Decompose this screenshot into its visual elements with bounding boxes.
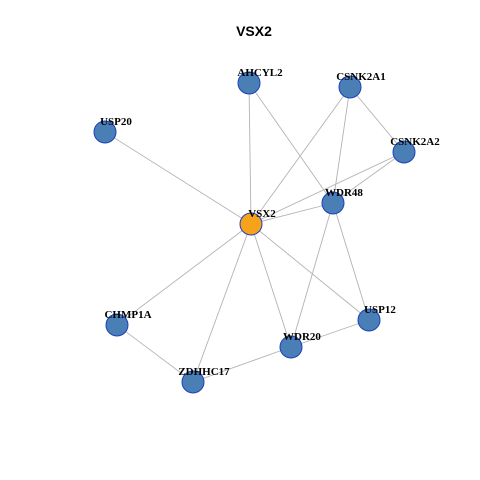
edge-chmp1a-zdhhc17 — [116, 324, 194, 383]
node-csnk2a1 — [338, 75, 362, 99]
node-label-vsx2: VSX2 — [248, 208, 276, 220]
edge-csnk2a1-csnk2a2 — [349, 86, 405, 153]
node-label-csnk2a2: CSNK2A2 — [390, 136, 440, 148]
node-label-ahcyl2: AHCYL2 — [237, 67, 283, 79]
edge-ahcyl2-wdr48 — [248, 82, 334, 204]
edge-csnk2a2-wdr48 — [332, 151, 405, 204]
edge-vsx2-wdr20 — [250, 223, 292, 348]
edges-layer — [104, 82, 405, 383]
edge-vsx2-usp12 — [250, 223, 370, 321]
node-ahcyl2 — [237, 71, 261, 95]
node-chmp1a — [105, 313, 129, 337]
edge-vsx2-zdhhc17 — [192, 223, 252, 383]
node-label-csnk2a1: CSNK2A1 — [336, 71, 386, 83]
node-label-wdr20: WDR20 — [283, 331, 321, 343]
node-csnk2a2 — [392, 140, 416, 164]
node-usp12 — [357, 308, 381, 332]
edge-wdr48-wdr20 — [290, 202, 334, 348]
graph-title: VSX2 — [236, 23, 272, 39]
nodes-layer — [93, 71, 416, 394]
edge-wdr20-zdhhc17 — [192, 346, 292, 383]
node-usp20 — [93, 120, 117, 144]
edge-ahcyl2-vsx2 — [248, 82, 252, 225]
edge-csnk2a1-wdr48 — [332, 86, 351, 204]
node-label-usp20: USP20 — [100, 116, 132, 128]
node-wdr20 — [279, 335, 303, 359]
labels-layer: VSX2 AHCYL2 CSNK2A1USP20CSNK2A2WDR48CHMP1A… — [100, 67, 440, 378]
node-vsx2 — [239, 212, 263, 236]
node-label-chmp1a: CHMP1A — [104, 309, 151, 321]
node-wdr48 — [321, 191, 345, 215]
edge-wdr48-usp12 — [332, 202, 370, 321]
edge-vsx2-wdr48 — [250, 202, 334, 225]
node-label-usp12: USP12 — [364, 304, 396, 316]
edge-vsx2-usp20 — [104, 131, 252, 225]
edge-vsx2-csnk2a2 — [250, 151, 405, 225]
node-zdhhc17 — [181, 370, 205, 394]
node-label-zdhhc17: ZDHHC17 — [178, 366, 230, 378]
node-label-wdr48: WDR48 — [325, 187, 363, 199]
edge-vsx2-csnk2a1 — [250, 86, 351, 225]
edge-vsx2-chmp1a — [116, 223, 252, 326]
edge-wdr20-usp12 — [290, 319, 370, 348]
